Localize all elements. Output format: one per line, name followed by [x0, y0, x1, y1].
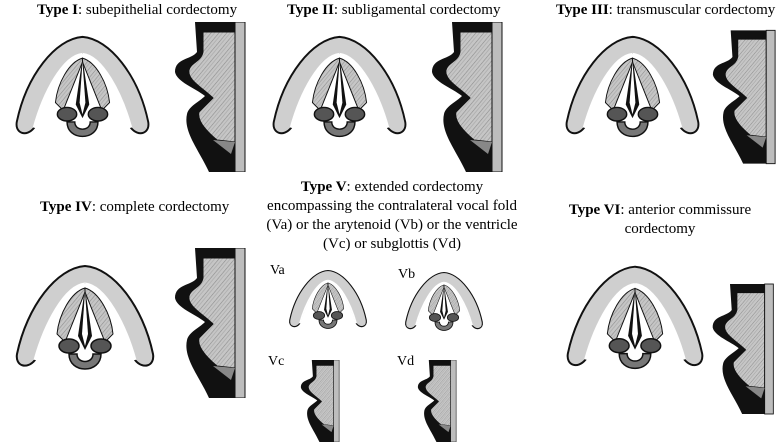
type-4-section-figure	[165, 248, 255, 398]
type-3-axial-figure	[555, 33, 710, 149]
caption-type-4: Type IV: complete cordectomy	[40, 199, 230, 215]
type-vd-section-figure	[412, 360, 462, 442]
type-2-axial-figure	[262, 33, 417, 149]
type-6-section-figure	[704, 268, 782, 430]
caption-type-5: Type V: extended cordectomy encompassing…	[266, 179, 518, 252]
type-1-axial-figure	[5, 33, 160, 149]
type-vb-axial-figure	[399, 270, 489, 338]
caption-type-6: Type VI: anterior commissure cordectomy	[568, 202, 752, 237]
sublabel-vd: Vd	[397, 354, 415, 369]
caption-type-1: Type I: subepithelial cordectomy	[37, 2, 238, 18]
type-vc-section-figure	[295, 360, 345, 442]
type-va-axial-figure	[283, 268, 373, 336]
type-3-section-figure	[704, 22, 784, 172]
caption-type-2: Type II: subligamental cordectomy	[287, 2, 501, 18]
sublabel-vb: Vb	[398, 267, 416, 282]
type-6-axial-figure	[556, 262, 714, 382]
caption-type-3: Type III: transmuscular cordectomy	[556, 2, 776, 18]
type-4-axial-figure	[5, 262, 165, 382]
sublabel-vc: Vc	[268, 354, 285, 369]
sublabel-va: Va	[270, 263, 285, 278]
type-2-section-figure	[422, 22, 512, 172]
type-1-section-figure	[165, 22, 255, 172]
